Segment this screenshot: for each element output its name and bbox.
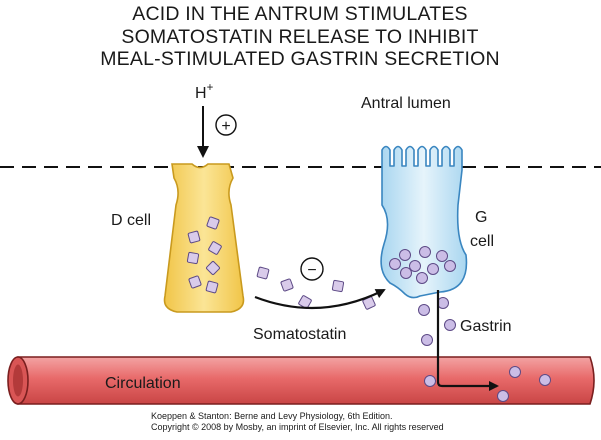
gastrin-granule	[444, 319, 456, 331]
g-cell-label-line-1: G	[475, 209, 487, 226]
somatostatin-granule	[208, 241, 222, 255]
plus-sign: +	[221, 118, 230, 135]
somatostatin-granule	[205, 280, 219, 294]
gastrin-granule	[416, 272, 428, 284]
somatostatin-granule	[187, 230, 201, 244]
g-cell-gastrin-granules	[389, 246, 456, 284]
somatostatin-granule	[206, 216, 220, 230]
gastrin-secretion-arrow	[436, 290, 499, 391]
gastrin-granule	[436, 250, 448, 262]
antral-lumen-label: Antral lumen	[361, 95, 451, 112]
title-line-2: SOMATOSTATIN RELEASE TO INHIBIT	[121, 26, 478, 48]
gastrin-granule	[539, 374, 551, 386]
gastrin-granule	[419, 246, 431, 258]
plus-circle-icon	[215, 114, 237, 136]
gastrin-granule	[400, 267, 412, 279]
d-cell-label: D cell	[111, 212, 151, 229]
gastrin-granule	[418, 304, 430, 316]
gastrin-granule	[389, 258, 401, 270]
somatostatin-inhibition-arrow	[254, 289, 386, 310]
blood-vessel	[17, 356, 595, 405]
somatostatin-granule	[206, 261, 220, 275]
gastrin-granule	[427, 263, 439, 275]
h-ion-arrowhead	[197, 146, 209, 158]
blood-vessel-lumen	[13, 364, 23, 397]
circulation-label: Circulation	[105, 375, 181, 392]
credit-line-2: Copyright © 2008 by Mosby, an imprint of…	[151, 422, 444, 432]
d-cell-somatostatin-granules	[186, 216, 222, 294]
gastrin-granule	[497, 390, 509, 402]
minus-sign: −	[307, 262, 316, 279]
h-ion-label: H+	[195, 82, 214, 102]
gastrin-granule	[421, 334, 433, 346]
released-gastrin-granules	[418, 297, 456, 346]
d-cell	[163, 163, 245, 313]
gastrin-granule	[399, 249, 411, 261]
gastrin-granule	[424, 375, 436, 387]
gastrin-granule	[444, 260, 456, 272]
title-line-1: ACID IN THE ANTRUM STIMULATES	[132, 3, 468, 25]
g-cell-label-line-2: cell	[470, 233, 494, 250]
title-line-3: MEAL-STIMULATED GASTRIN SECRETION	[100, 48, 500, 70]
released-somatostatin-granules	[256, 266, 376, 310]
gastrin-granule	[409, 260, 421, 272]
gastrin-granule	[437, 297, 449, 309]
somatostatin-granule	[280, 278, 294, 292]
gastrin-label: Gastrin	[460, 318, 512, 335]
circulating-gastrin-granules	[424, 366, 551, 402]
somatostatin-granule	[331, 279, 345, 293]
gastrin-granule	[509, 366, 521, 378]
somatostatin-granule	[188, 275, 202, 289]
minus-circle-icon	[300, 257, 324, 281]
somatostatin-granule	[298, 295, 312, 309]
credit-line-1: Koeppen & Stanton: Berne and Levy Physio…	[151, 411, 393, 421]
somatostatin-granule	[186, 251, 200, 265]
somatostatin-label: Somatostatin	[253, 326, 346, 343]
somatostatin-granule	[256, 266, 270, 280]
